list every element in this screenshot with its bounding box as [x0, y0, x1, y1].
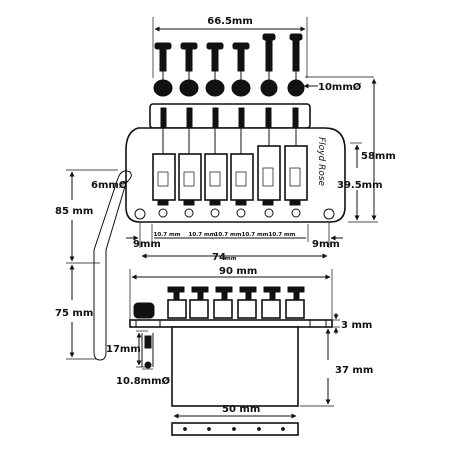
fine-tuner-5	[260, 33, 278, 97]
arm-diameter-label: 6mmØ	[91, 179, 128, 191]
plate-thickness-label: 3 mm	[341, 320, 372, 331]
string-spacing-5: 10.7 mm	[269, 232, 296, 238]
plate-width-label: 90 mm	[219, 266, 257, 277]
brand-logo: Floyd Rose	[316, 137, 326, 187]
side-tuner-5	[261, 286, 281, 319]
base-span-value: 74	[212, 252, 226, 263]
saddle-1	[152, 128, 176, 218]
side-view: 90 mm	[106, 266, 373, 436]
top-width-dimension: 66.5mm	[152, 16, 308, 78]
fine-tuners	[153, 33, 305, 97]
side-tuner-2	[189, 286, 209, 319]
saddles	[152, 128, 308, 218]
fine-tuner-3	[205, 42, 225, 97]
block-width-label: 50 mm	[222, 404, 260, 415]
plate-width-dimension: 90 mm	[129, 266, 333, 320]
arm-socket	[133, 302, 155, 369]
string-spacing-3: 10.7 mm	[215, 232, 242, 238]
edge-left-label: 9mm	[133, 239, 161, 250]
edge-dimensions: 9mm 9mm	[126, 222, 343, 250]
tremolo-arm: 6mmØ 85 mm 75 mm	[55, 169, 132, 361]
arm-length-upper-label: 85 mm	[55, 206, 93, 217]
stud-diameter-dimension: 10mmØ	[303, 76, 374, 93]
fine-tuner-6	[287, 33, 305, 97]
top-width-label: 66.5mm	[207, 16, 253, 27]
depth-dimensions: 58mm 39.5mm	[337, 78, 396, 223]
saddle-2	[178, 128, 202, 218]
edge-right-label: 9mm	[312, 239, 340, 250]
top-view: 66.5mm	[125, 16, 396, 263]
side-tuner-4	[237, 286, 257, 319]
fine-tuner-4	[231, 42, 251, 97]
stud-diameter-label: 10mmØ	[318, 81, 362, 93]
arm-length-lower-label: 75 mm	[55, 308, 93, 319]
base-span-dimension: 74 mm	[141, 252, 328, 263]
body-depth-label: 39.5mm	[337, 180, 383, 191]
socket-diameter-dimension: 10.8mmØ	[116, 368, 171, 387]
spring-holes	[183, 427, 285, 431]
socket-diameter-label: 10.8mmØ	[116, 375, 171, 387]
saddle-6	[284, 128, 308, 218]
string-spacing-dimension: 10.7 mm 10.7 mm 10.7 mm 10.7 mm 10.7 mm	[151, 224, 309, 242]
fine-tuner-1	[153, 42, 173, 97]
saddle-4	[230, 128, 254, 218]
socket-height-dimension: 17mm	[106, 330, 148, 368]
base-span-unit: mm	[225, 256, 237, 262]
left-pivot	[134, 208, 146, 220]
sustain-block	[171, 326, 299, 407]
string-spacing-2: 10.7 mm	[189, 232, 216, 238]
string-spacing-4: 10.7 mm	[242, 232, 269, 238]
plate-thickness-dimension: 3 mm	[332, 313, 372, 334]
side-tuner-1	[167, 286, 187, 319]
string-lock-bar	[149, 103, 311, 129]
side-tuner-6	[285, 286, 305, 319]
saddle-3	[204, 128, 228, 218]
string-spacing-1: 10.7 mm	[154, 232, 181, 238]
block-depth-dimension: 37 mm	[300, 328, 373, 407]
right-pivot	[323, 208, 335, 220]
side-fine-tuners	[167, 286, 305, 319]
saddle-5	[257, 128, 281, 218]
socket-height-label: 17mm	[106, 344, 141, 355]
fine-tuner-2	[179, 42, 199, 97]
block-depth-label: 37 mm	[335, 365, 373, 376]
total-depth-label: 58mm	[361, 151, 396, 162]
block-width-dimension: 50 mm	[173, 404, 297, 419]
side-tuner-3	[213, 286, 233, 319]
